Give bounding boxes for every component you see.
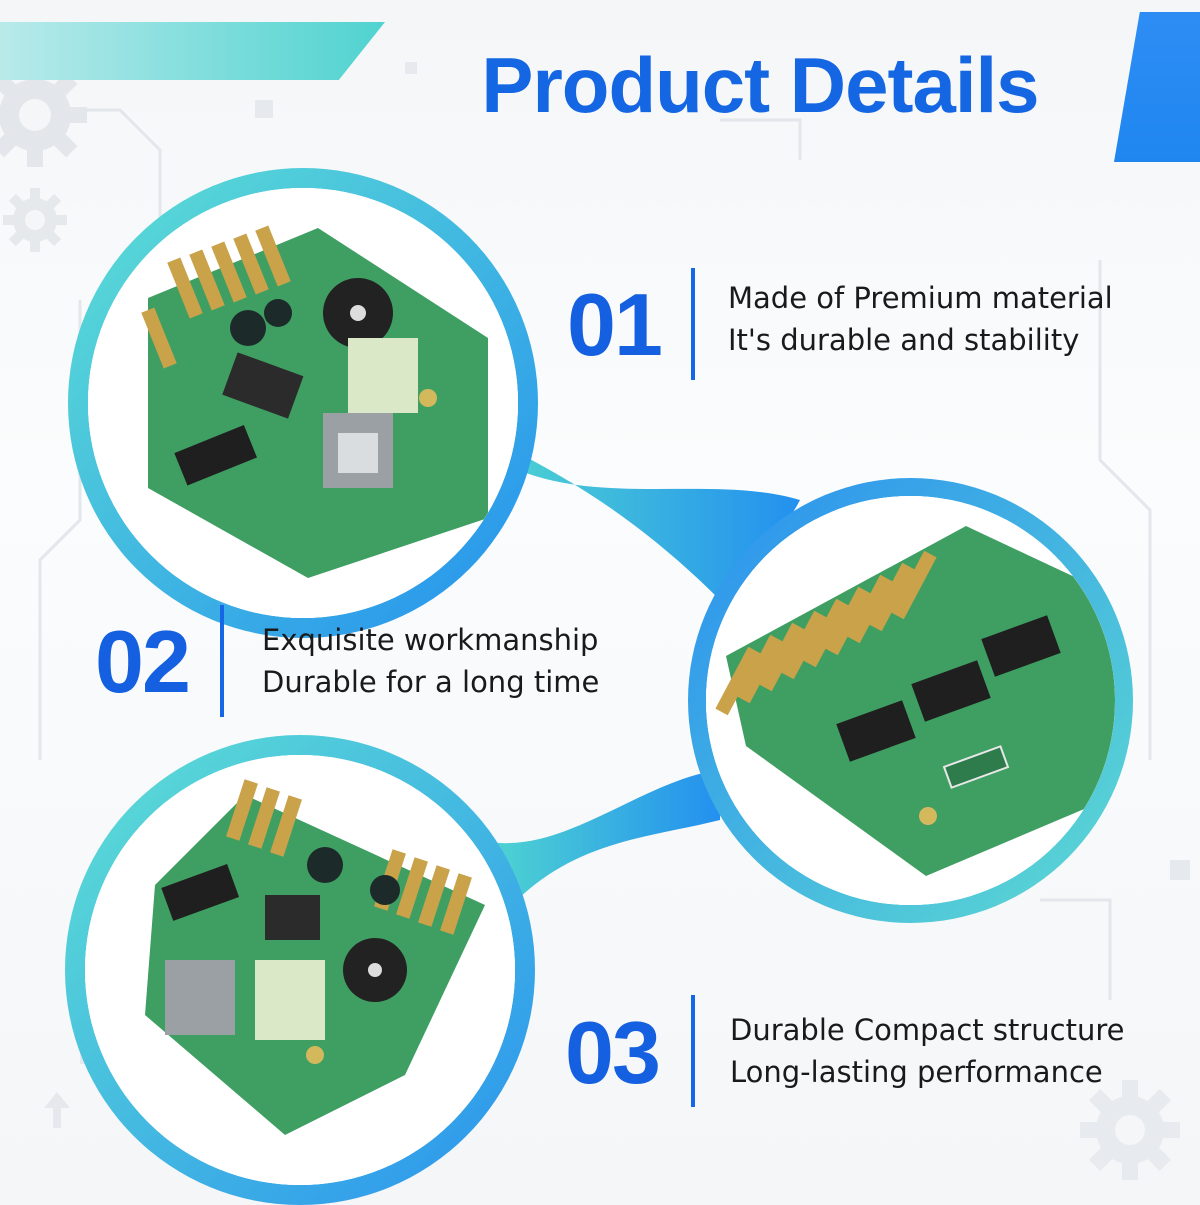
circuit-board-image [706,496,1115,905]
product-photo-3 [85,755,515,1185]
feature-text: Durable Compact structure [730,1013,1125,1047]
feature-number: 03 [565,1003,661,1102]
feature-text: Durable for a long time [262,665,600,699]
product-photo-1 [88,188,518,618]
product-photo-2 [706,496,1115,905]
gear-icon [0,63,87,167]
feature-divider [691,995,695,1107]
gear-icon [3,188,67,252]
page-title: Product Details [481,41,1039,129]
feature-text: Exquisite workmanship [262,623,599,657]
arrow-up-icon [44,1092,70,1128]
feature-text: It's durable and stability [728,323,1080,357]
feature-divider [220,605,224,717]
circuit-board-image [88,188,518,618]
circuit-board-image [85,755,515,1185]
header-accent-band [0,22,385,80]
feature-text: Made of Premium material [728,281,1113,315]
feature-divider [691,268,695,380]
gear-icon [1080,1080,1180,1180]
feature-text: Long-lasting performance [730,1055,1103,1089]
feature-number: 02 [95,612,191,711]
feature-number: 01 [567,275,663,374]
